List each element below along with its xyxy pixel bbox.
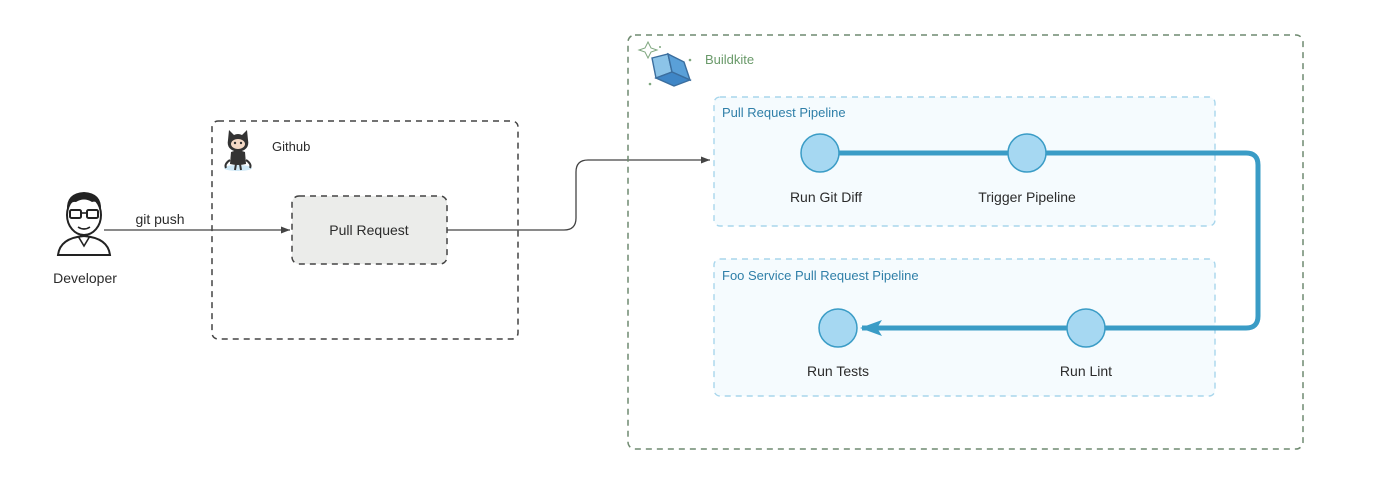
pull-request-node: Pull Request [291, 195, 448, 265]
github-octocat-icon [224, 130, 252, 171]
developer-node: Developer [53, 192, 117, 286]
step-run-tests: Run Tests [807, 308, 869, 379]
step-run-lint: Run Lint [1060, 308, 1112, 379]
step-run-lint-label: Run Lint [1060, 363, 1112, 379]
step-trigger-pipeline: Trigger Pipeline [978, 133, 1076, 205]
step-run-git-diff-label: Run Git Diff [790, 189, 862, 205]
pr-pipeline-group: Pull Request Pipeline [713, 96, 1216, 227]
developer-avatar-icon [56, 192, 112, 256]
github-title: Github [272, 139, 310, 154]
pipeline-flow-path [836, 150, 1261, 336]
git-push-label: git push [135, 211, 184, 227]
git-push-edge: git push [104, 211, 290, 234]
step-run-tests-label: Run Tests [807, 363, 869, 379]
developer-label: Developer [53, 270, 117, 286]
buildkite-title: Buildkite [705, 52, 754, 67]
step-trigger-pipeline-label: Trigger Pipeline [978, 189, 1076, 205]
pr-pipeline-title: Pull Request Pipeline [722, 105, 846, 120]
buildkite-logo-icon [637, 40, 692, 87]
pull-request-label: Pull Request [329, 222, 408, 238]
step-run-git-diff: Run Git Diff [790, 133, 862, 205]
webhook-edge [447, 156, 710, 231]
buildkite-group: Buildkite Pull Request Pipeline Foo Serv… [627, 34, 1304, 450]
github-group: Github Pull Request [211, 120, 519, 340]
foo-pipeline-title: Foo Service Pull Request Pipeline [722, 268, 919, 283]
